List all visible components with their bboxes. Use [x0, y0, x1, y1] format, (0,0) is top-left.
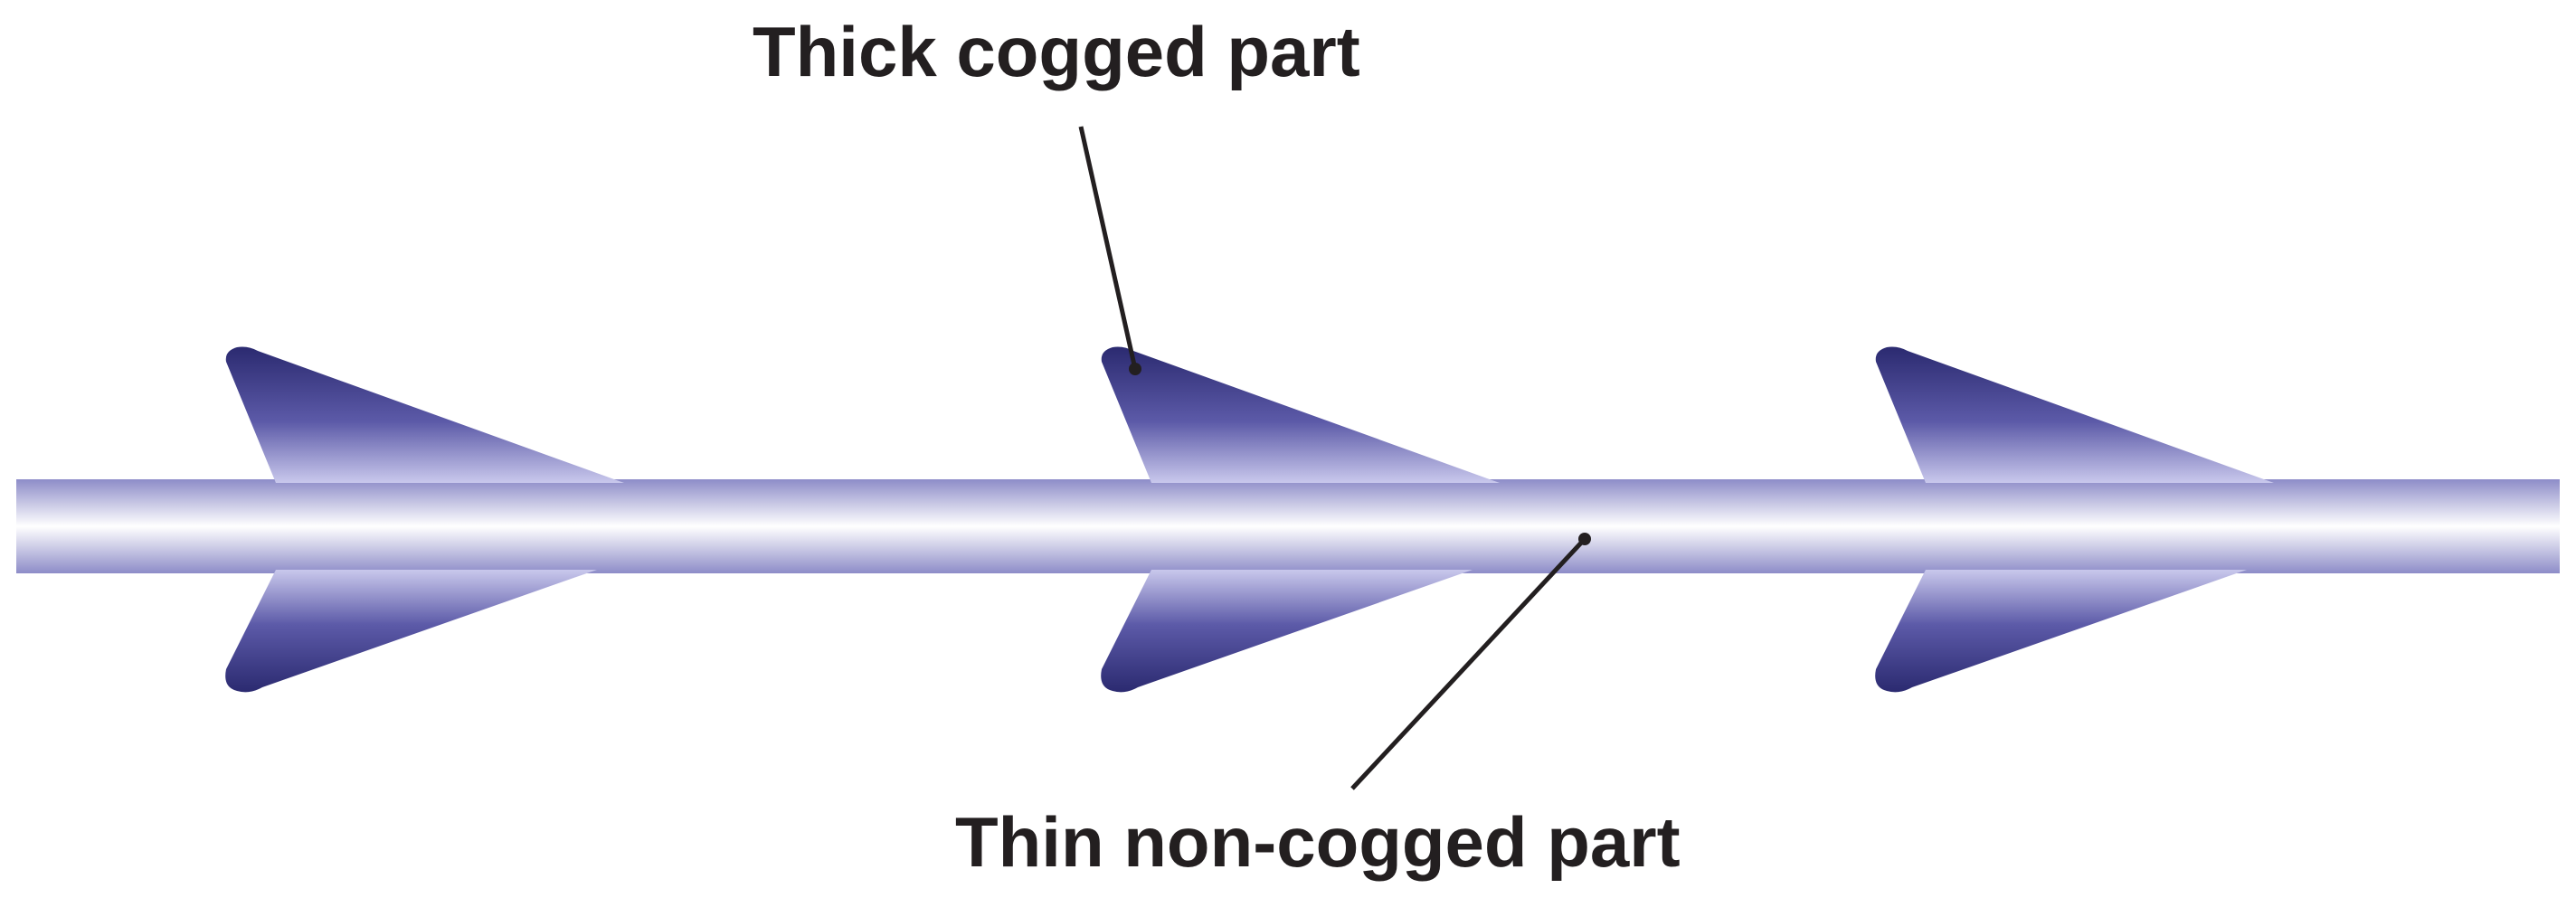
cog-2	[1101, 346, 1500, 693]
thin-strand	[16, 479, 2560, 573]
thin-non-cogged-part-label: Thin non-cogged part	[955, 802, 1681, 882]
cogs-group	[225, 346, 2274, 693]
cog-2-upper-barb	[1101, 346, 1500, 483]
cog-1	[225, 346, 624, 693]
cog-3	[1875, 346, 2274, 693]
cog-3-upper-barb	[1875, 346, 2274, 483]
thick-part-leader-line	[1078, 126, 1138, 370]
thick-cogged-part-label: Thick cogged part	[753, 12, 1360, 91]
cog-1-upper-barb	[225, 346, 624, 483]
cog-2-lower-barb	[1101, 570, 1473, 693]
thick-part-leader-dot	[1129, 363, 1141, 375]
cog-3-lower-barb	[1875, 570, 2247, 693]
thin-part-leader-line	[1350, 537, 1586, 790]
thin-part-leader-dot	[1578, 533, 1591, 545]
cog-1-lower-barb	[225, 570, 597, 693]
